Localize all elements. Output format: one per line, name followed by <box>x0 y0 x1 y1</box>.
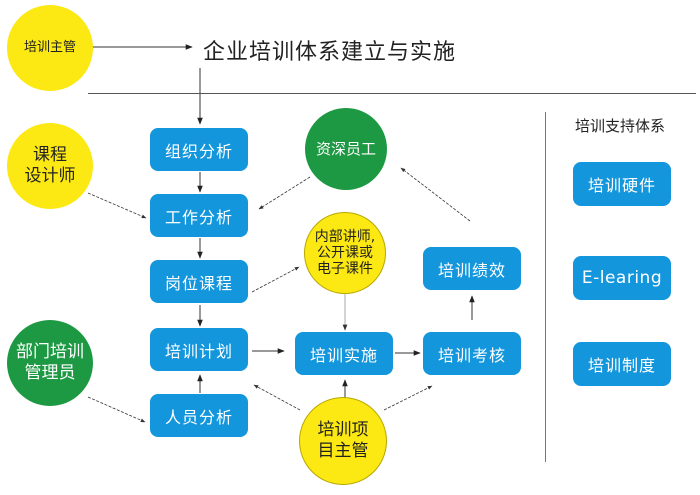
arrow-pm-to-plan <box>253 384 301 411</box>
diagram-title: 企业培训体系建立与实施 <box>203 40 457 65</box>
role-dept-training-admin: 部门培训 管理员 <box>7 320 93 406</box>
role-label-line3: 电子课件 <box>317 261 373 278</box>
step-training-performance: 培训绩效 <box>423 247 521 290</box>
role-label-line2: 设计师 <box>24 166 76 186</box>
step-training-plan: 培训计划 <box>150 328 248 371</box>
role-senior-staff: 资深员工 <box>305 108 387 190</box>
support-item-elearning: E-learing <box>573 256 671 300</box>
vertical-divider <box>545 112 546 462</box>
arrow-performance-to-senior <box>400 167 471 222</box>
role-label: 资深员工 <box>315 139 376 158</box>
horizontal-divider <box>88 93 696 94</box>
role-label-line2: 管理员 <box>24 363 76 383</box>
role-label: 培训主管 <box>23 39 76 55</box>
support-item-hardware: 培训硬件 <box>573 162 671 206</box>
role-course-designer: 课程 设计师 <box>7 123 93 209</box>
role-trainers: 内部讲师, 公开课或 电子课件 <box>305 213 385 293</box>
role-label-line1: 课程 <box>33 144 67 165</box>
role-label-line2: 目主管 <box>317 441 369 461</box>
role-label-line1: 培训项 <box>317 419 369 440</box>
arrow-post-to-trainers <box>251 266 300 293</box>
arrow-designer-to-job <box>87 192 147 219</box>
support-title: 培训支持体系 <box>575 117 666 135</box>
step-org-analysis: 组织分析 <box>150 128 248 171</box>
role-training-director: 培训主管 <box>7 5 93 91</box>
step-post-courses: 岗位课程 <box>150 260 248 303</box>
step-training-assessment: 培训考核 <box>423 332 521 375</box>
role-label-line1: 部门培训 <box>16 341 84 362</box>
role-label-line1: 内部讲师, <box>314 228 376 245</box>
role-label-line2: 公开课或 <box>317 244 373 261</box>
support-item-policy: 培训制度 <box>573 342 671 386</box>
arrow-pm-to-assessment <box>383 385 433 411</box>
step-job-analysis: 工作分析 <box>150 194 248 237</box>
arrow-admin-to-staff <box>87 396 146 423</box>
step-training-delivery: 培训实施 <box>295 332 393 375</box>
step-staff-analysis: 人员分析 <box>150 394 248 437</box>
arrow-senior-to-job <box>258 176 311 210</box>
role-project-manager: 培训项 目主管 <box>300 398 386 484</box>
